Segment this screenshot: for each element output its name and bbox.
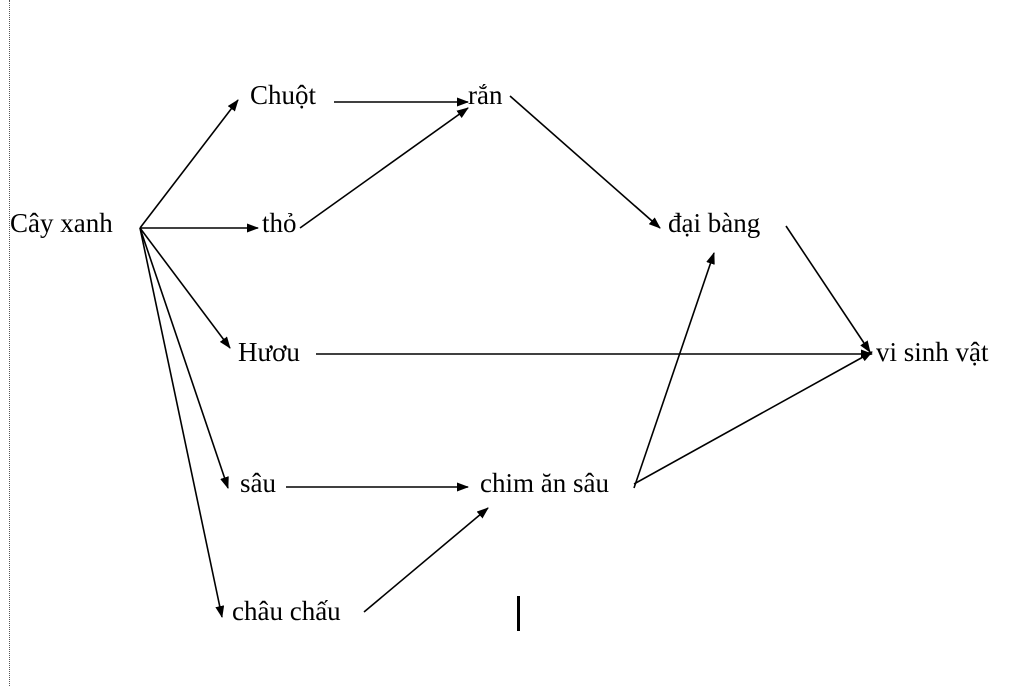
- arrow-cay-xanh-to-huou: [139, 227, 231, 349]
- arrow-chim-an-sau-to-vi-sinh-vat: [633, 351, 873, 485]
- node-dai-bang: đại bàng: [668, 208, 761, 238]
- node-tho: thỏ: [262, 208, 297, 238]
- node-chim-an-sau: chim ăn sâu: [480, 468, 609, 498]
- node-ran: rắn: [468, 80, 503, 110]
- arrow-cay-xanh-to-chuot: [139, 99, 239, 229]
- node-chau-chau: châu chấu: [232, 596, 341, 626]
- node-cay-xanh: Cây xanh: [10, 208, 113, 238]
- node-chuot: Chuột: [250, 80, 317, 110]
- node-sau: sâu: [240, 468, 276, 498]
- arrow-cay-xanh-to-sau: [139, 227, 229, 489]
- arrow-tho-to-ran: [299, 107, 469, 229]
- arrow-cay-xanh-to-chau-chau: [139, 227, 225, 618]
- text-cursor: [517, 596, 520, 631]
- arrow-ran-to-dai-bang: [509, 95, 661, 229]
- arrow-dai-bang-to-vi-sinh-vat: [785, 225, 871, 353]
- arrow-chau-chau-to-chim-an-sau: [363, 507, 489, 613]
- node-vi-sinh-vat: vi sinh vật: [876, 337, 989, 367]
- page-margin-guide: [9, 0, 10, 686]
- node-huou: Hươu: [238, 337, 300, 367]
- arrow-chim-an-sau-to-dai-bang: [633, 252, 715, 489]
